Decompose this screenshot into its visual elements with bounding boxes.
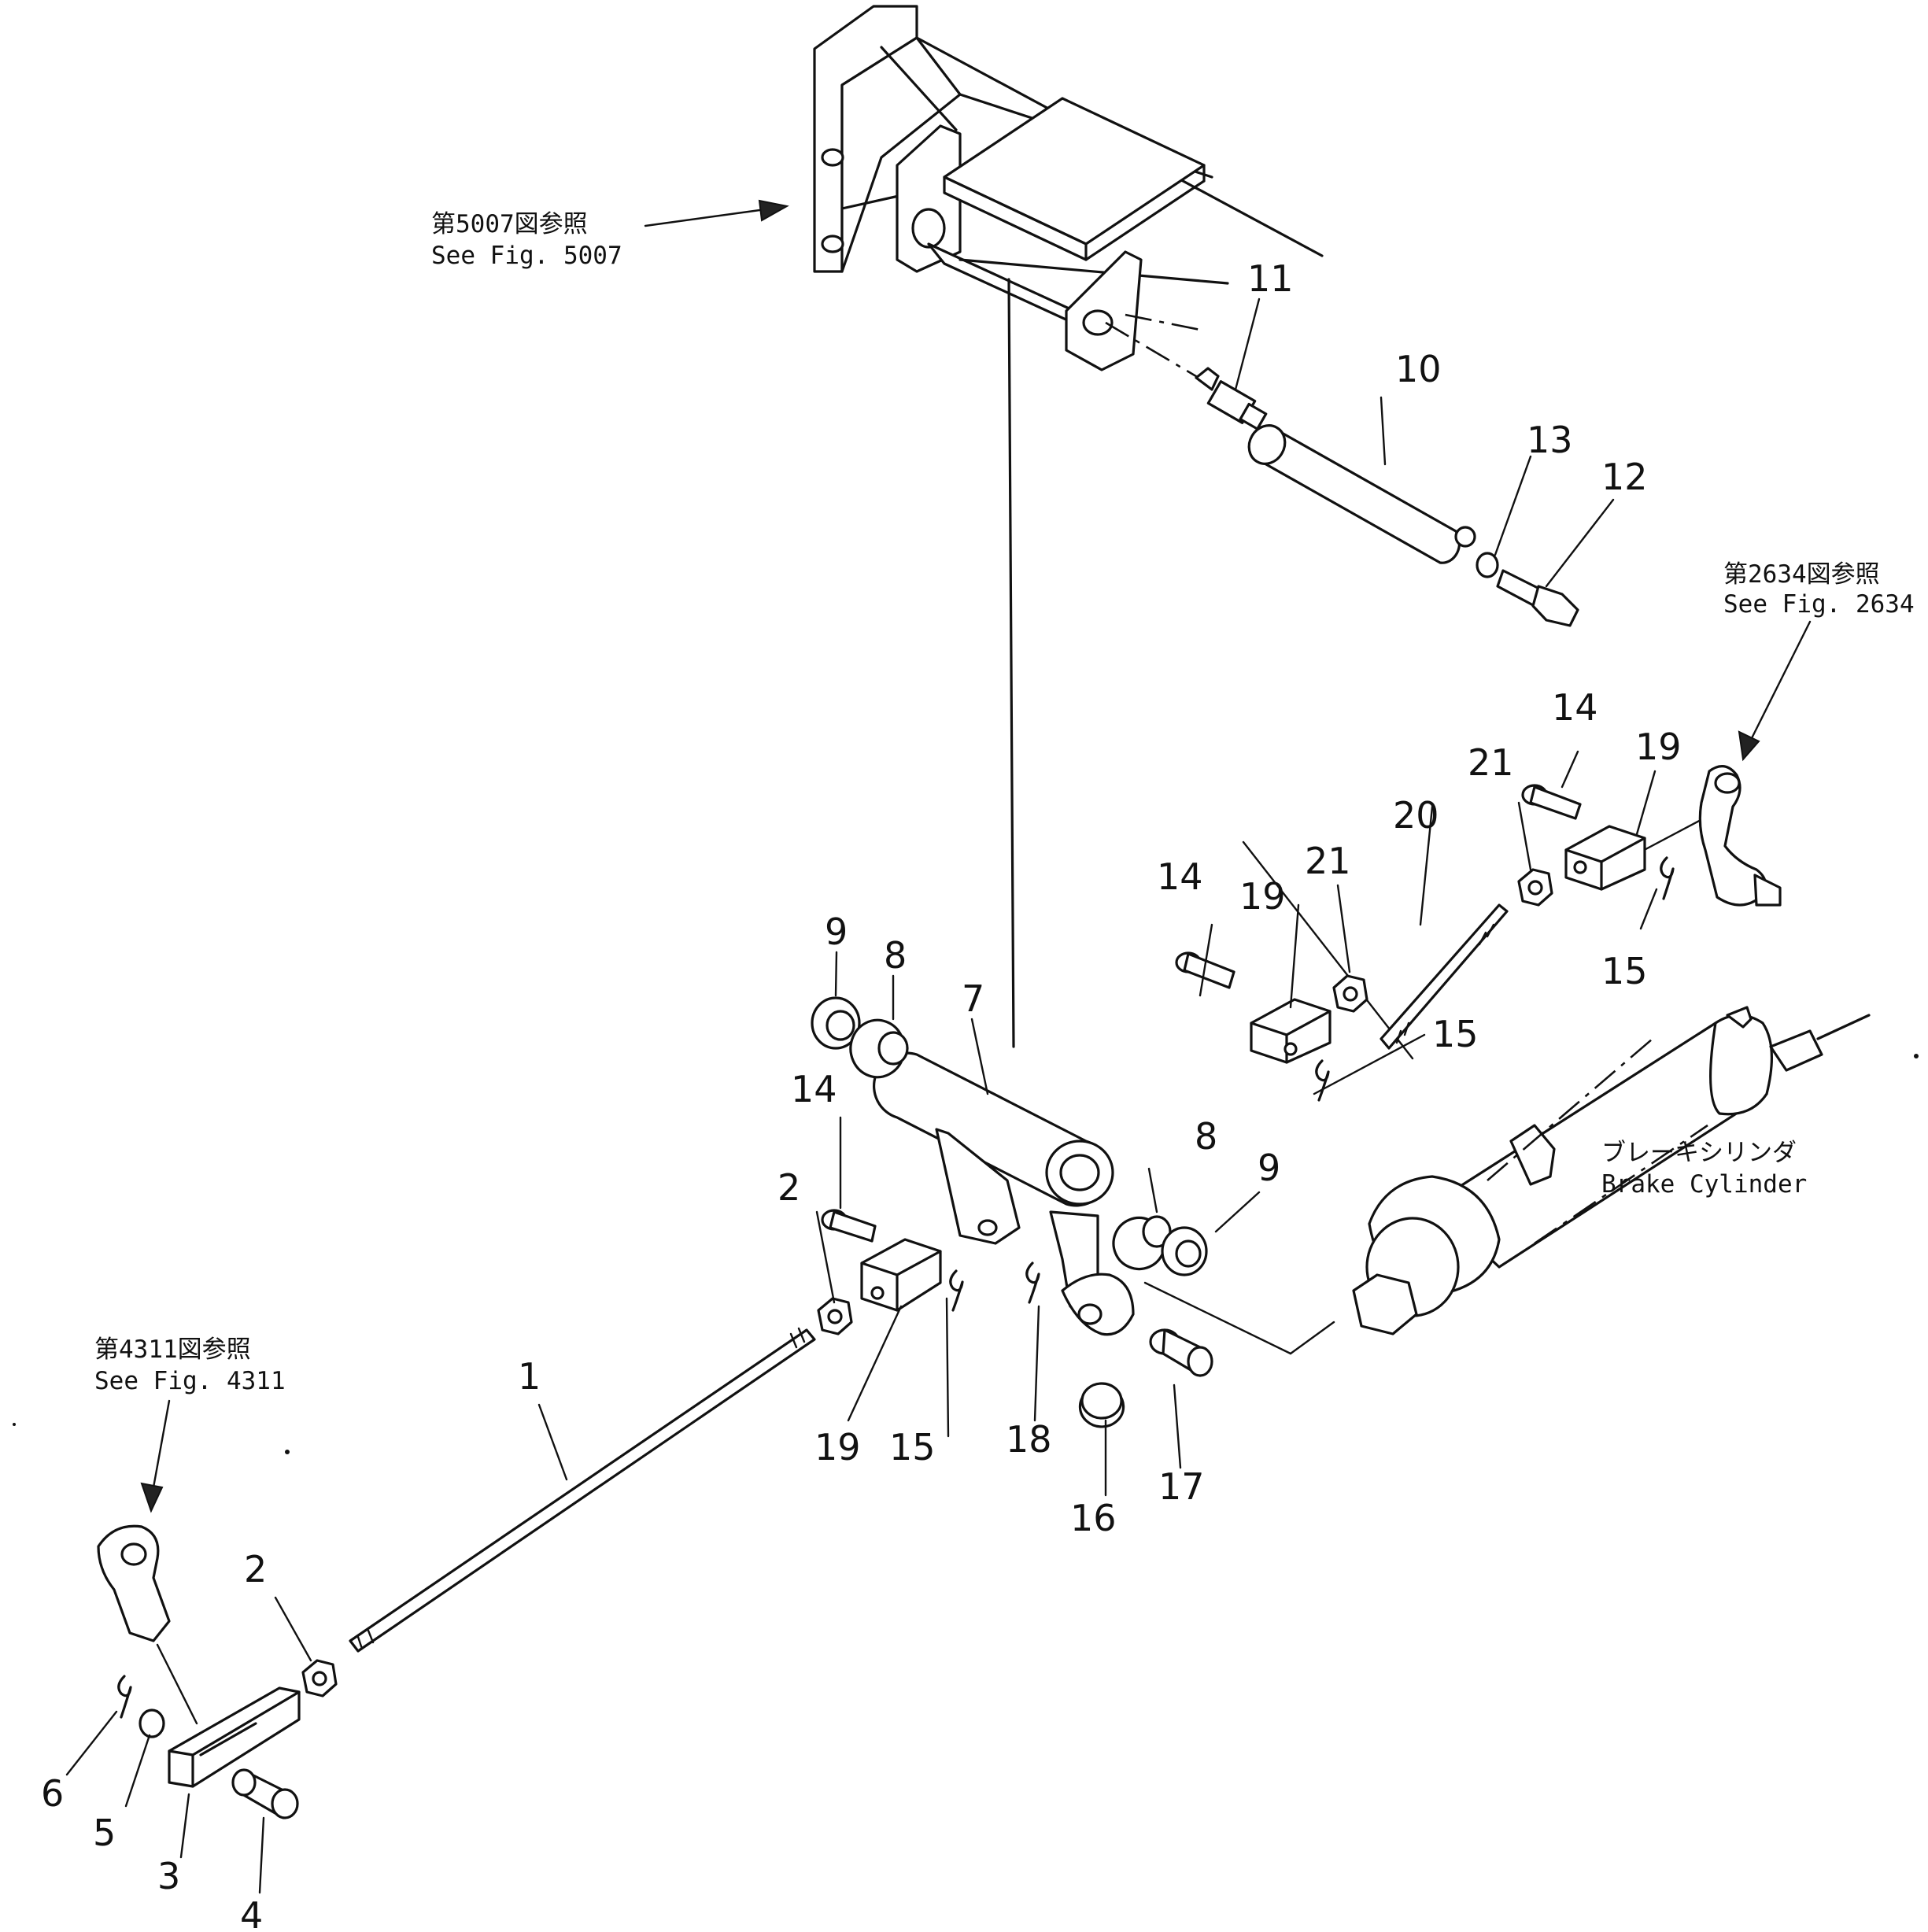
callout-15-mid: 15 [1432, 1013, 1479, 1055]
threaded-rod-20 [1380, 903, 1509, 1050]
cotter-15-upper [1660, 856, 1675, 900]
ref-fig5007-en: See Fig. 5007 [431, 242, 622, 270]
leader-lines [65, 297, 1658, 1894]
callout-19-mid: 19 [1239, 875, 1286, 918]
brake-arm [1698, 765, 1782, 907]
arrow-fig4311 [140, 1399, 171, 1513]
callout-7: 7 [962, 977, 984, 1020]
seal-9-right [1161, 1226, 1208, 1276]
bolt-12 [1496, 569, 1579, 627]
brake-cylinder-label-en: Brake Cylinder [1601, 1170, 1807, 1199]
callout-8-left: 8 [884, 934, 907, 977]
arrow-fig5007 [644, 199, 789, 227]
callout-15-upper: 15 [1601, 950, 1648, 992]
callout-14-mid: 14 [1157, 855, 1203, 898]
callout-21-upper: 21 [1468, 741, 1514, 784]
pin-4 [231, 1768, 299, 1819]
cotter-18 [1025, 1262, 1040, 1304]
lock-washer-13 [1476, 552, 1499, 578]
lever-4311 [97, 1524, 171, 1642]
seal-9-left [811, 996, 861, 1050]
yoke-19-upper-right [1564, 825, 1646, 891]
nut-21-upper [1517, 868, 1553, 907]
callout-5: 5 [93, 1812, 116, 1854]
callout-17: 17 [1158, 1465, 1205, 1508]
callout-18: 18 [1006, 1418, 1052, 1461]
callout-19-lower: 19 [814, 1426, 861, 1468]
callout-3: 3 [157, 1855, 180, 1897]
nut-21-lower [1332, 974, 1368, 1013]
clevis-3 [168, 1686, 301, 1788]
callout-11: 11 [1247, 257, 1294, 300]
nut-2-upper [817, 1297, 853, 1335]
cotter-15-mid [1315, 1059, 1330, 1102]
callout-8-right: 8 [1195, 1115, 1217, 1158]
callout-15-lower: 15 [889, 1426, 936, 1468]
callout-6: 6 [41, 1772, 64, 1815]
pin-14-lower [821, 1209, 877, 1243]
pedal-arm [927, 242, 1229, 371]
callout-9-right: 9 [1258, 1147, 1280, 1189]
brake-cylinder [1352, 1006, 1871, 1335]
nut-2-lower [301, 1659, 338, 1697]
pin-14-upper [1521, 784, 1582, 820]
callout-9-left: 9 [825, 911, 848, 953]
pedal-pin [1247, 424, 1476, 564]
callout-13: 13 [1527, 419, 1573, 461]
washer-5 [139, 1709, 165, 1738]
cross-shaft-lever [872, 1051, 1135, 1336]
callout-2-lower: 2 [244, 1548, 267, 1590]
callout-14-lower: 14 [791, 1068, 837, 1110]
pin-17 [1149, 1328, 1213, 1377]
washer-16 [1078, 1382, 1125, 1428]
callout-19-upper: 19 [1635, 726, 1682, 768]
long-rod-1 [349, 1327, 816, 1653]
callout-4: 4 [240, 1894, 263, 1932]
bushing-8-right [1112, 1215, 1172, 1271]
callout-20: 20 [1393, 794, 1439, 837]
callout-10: 10 [1395, 348, 1442, 390]
yoke-19-mid [1250, 998, 1332, 1064]
bushing-8-left [849, 1018, 909, 1079]
ref-fig2634-jp: 第2634図参照 [1723, 560, 1880, 589]
ref-fig4311-jp: 第4311図参照 [94, 1335, 251, 1364]
callout-16: 16 [1070, 1497, 1117, 1539]
pedal-pad [943, 97, 1206, 261]
callout-12: 12 [1601, 456, 1648, 498]
cotter-6 [117, 1675, 132, 1719]
yoke-19-lower [860, 1238, 942, 1312]
callout-21-lower: 21 [1305, 840, 1351, 882]
callout-2-upper: 2 [777, 1166, 800, 1209]
arrow-fig2634 [1738, 620, 1812, 762]
ref-fig2634-en: See Fig. 2634 [1723, 590, 1915, 619]
callout-14-upper: 14 [1552, 686, 1598, 729]
pedal-bracket [813, 5, 1324, 273]
callout-1: 1 [518, 1355, 541, 1398]
ref-fig4311-en: See Fig. 4311 [94, 1367, 286, 1395]
ref-fig5007-jp: 第5007図参照 [431, 210, 588, 238]
pin-14-mid [1175, 951, 1235, 989]
grease-fitting [1195, 367, 1268, 430]
cotter-15-lower [949, 1269, 964, 1312]
brake-cylinder-label-jp: ブレーキシリンダ [1601, 1139, 1797, 1167]
